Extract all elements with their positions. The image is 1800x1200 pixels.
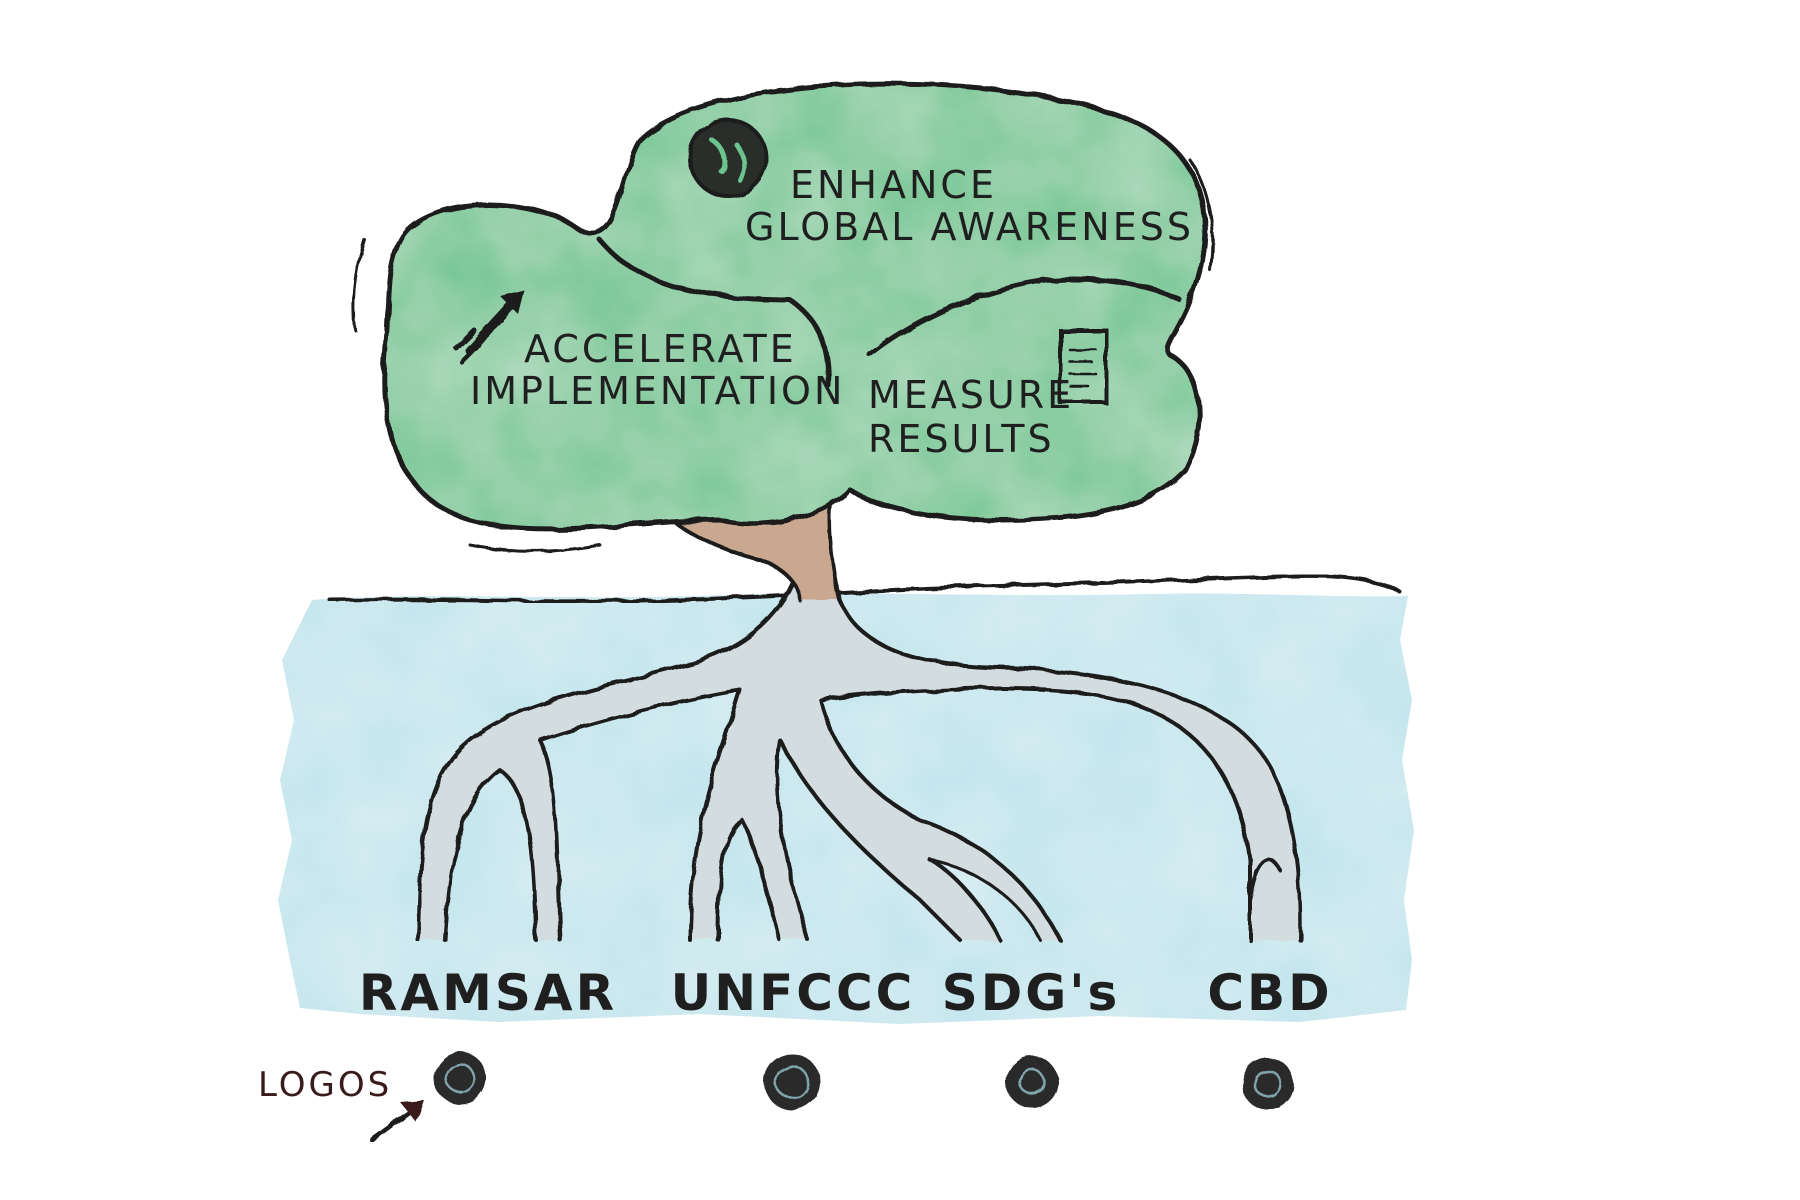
logo-scribble-icon: [764, 1054, 820, 1110]
document-icon: [1058, 328, 1108, 404]
arrow-icon: [369, 1100, 424, 1143]
logo-scribble-icon: [434, 1052, 486, 1104]
canopy: ENHANCE GLOBAL AWARENESS ACCELERATE IMPL…: [352, 81, 1214, 553]
logo-scribble-icon: [1006, 1056, 1058, 1108]
globe-icon: [688, 118, 768, 198]
rocket-icon: [453, 290, 524, 365]
results-label: RESULTS: [868, 417, 1055, 461]
root-system: [416, 558, 1303, 942]
logos-annotation: LOGOS: [258, 1065, 424, 1143]
logo-scribble-icon: [1242, 1058, 1294, 1110]
root-label-unfccc: UNFCCC: [671, 964, 916, 1022]
root-label-ramsar: RAMSAR: [359, 964, 617, 1022]
accelerate-label: ACCELERATE: [524, 327, 797, 371]
logos-annotation-label: LOGOS: [258, 1065, 392, 1105]
root-labels: RAMSAR UNFCCC SDG's CBD: [359, 964, 1332, 1022]
root-fill: [418, 560, 1301, 940]
implementation-label: IMPLEMENTATION: [470, 369, 845, 413]
root-label-cbd: CBD: [1207, 964, 1332, 1022]
global-awareness-label: GLOBAL AWARENESS: [745, 205, 1194, 249]
enhance-label: ENHANCE: [790, 163, 997, 207]
measure-label: MEASURE: [868, 373, 1074, 417]
water-surface-line: [328, 573, 1402, 604]
logo-row: [434, 1052, 1294, 1110]
root-label-sdgs: SDG's: [942, 964, 1121, 1022]
